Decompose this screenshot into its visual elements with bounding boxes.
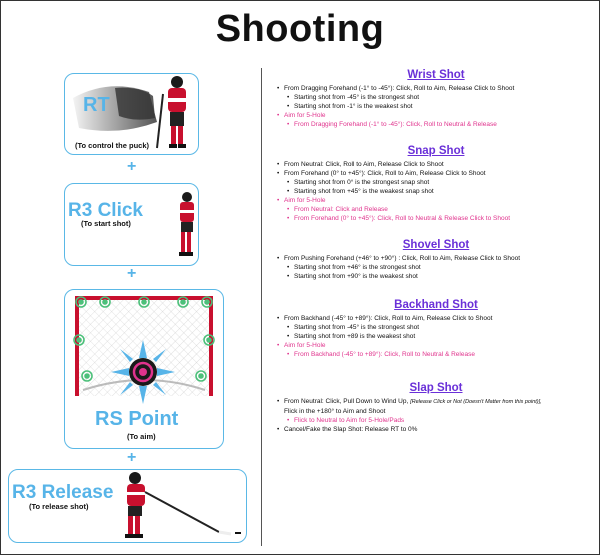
shovel-shot-line-1: From Pushing Forehand (+46° to +90°) : C… bbox=[276, 254, 596, 263]
slap-shot-section: Slap Shot From Neutral: Click, Pull Down… bbox=[276, 382, 596, 434]
slap-shot-line-1b: [Release Click or Not (Doesn't Matter fr… bbox=[410, 399, 542, 405]
hockey-player-r3-release bbox=[125, 472, 241, 538]
snap-shot-line-3: Starting shot from 0° is the strongest s… bbox=[276, 178, 596, 187]
page-title: Shooting bbox=[215, 8, 385, 50]
rt-card: RT (To control the puck) bbox=[64, 73, 199, 155]
rt-label: RT bbox=[83, 94, 110, 116]
wrist-shot-line-2: Starting shot from -45° is the strongest… bbox=[276, 93, 596, 102]
hockey-player-rt bbox=[156, 76, 186, 149]
wrist-shot-line-3: Starting shot from -1° is the weakest sh… bbox=[276, 102, 596, 111]
rs-point-card: RS Point (To aim) bbox=[64, 289, 224, 449]
backhand-shot-section: Backhand Shot From Backhand (-45° to +89… bbox=[276, 299, 596, 359]
r3-click-label: R3 Click bbox=[68, 200, 143, 221]
rs-point-caption: (To aim) bbox=[127, 432, 156, 441]
r3-click-caption: (To start shot) bbox=[81, 219, 131, 228]
wrist-shot-line-5: From Dragging Forehand (-1° to -45°): Cl… bbox=[276, 120, 596, 129]
plus-sign-2: + bbox=[127, 265, 137, 282]
backhand-shot-line-2: Starting shot from -45° is the strongest… bbox=[276, 323, 596, 332]
snap-shot-line-2: From Forehand (0° to +45°): Click, Roll … bbox=[276, 169, 596, 178]
backhand-shot-line-3: Starting shot from +89 is the weakest sh… bbox=[276, 332, 596, 341]
backhand-shot-line-4: Aim for 5-Hole bbox=[276, 341, 596, 350]
shovel-shot-line-2: Starting shot from +46° is the strongest… bbox=[276, 263, 596, 272]
slap-shot-line-3: Cancel/Fake the Slap Shot: Release RT to… bbox=[276, 425, 596, 434]
slap-shot-line-1a: From Neutral: Click, Pull Down to Wind U… bbox=[284, 398, 411, 405]
wrist-shot-line-4: Aim for 5-Hole bbox=[276, 111, 596, 120]
backhand-shot-line-1: From Backhand (-45° to +89°): Click, Rol… bbox=[276, 314, 596, 323]
plus-sign-3: + bbox=[127, 449, 137, 466]
slap-shot-title: Slap Shot bbox=[409, 382, 463, 394]
shovel-shot-title: Shovel Shot bbox=[402, 239, 470, 251]
plus-sign-1: + bbox=[127, 158, 137, 175]
snap-shot-line-5: Aim for 5-Hole bbox=[276, 196, 596, 205]
snap-shot-line-1: From Neutral: Click, Roll to Aim, Releas… bbox=[276, 160, 596, 169]
wrist-shot-line-1: From Dragging Forehand (-1° to -45°): Cl… bbox=[276, 84, 596, 93]
wrist-shot-title: Wrist Shot bbox=[407, 69, 465, 81]
snap-shot-section: Snap Shot From Neutral: Click, Roll to A… bbox=[276, 145, 596, 223]
backhand-shot-title: Backhand Shot bbox=[394, 299, 478, 311]
snap-shot-line-6: From Neutral: Click and Release bbox=[276, 205, 596, 214]
snap-shot-title: Snap Shot bbox=[407, 145, 465, 157]
slap-shot-line-1c: Flick in the +180° to Aim and Shoot bbox=[284, 408, 386, 415]
snap-shot-line-7: From Forehand (0° to +45°): Click, Roll … bbox=[276, 214, 596, 223]
snap-shot-line-4: Starting shot from +45° is the weakest s… bbox=[276, 187, 596, 196]
joystick-icon bbox=[111, 340, 175, 404]
rs-point-label: RS Point bbox=[95, 408, 179, 430]
backhand-shot-line-5: From Backhand (-45° to +89°): Click, Rol… bbox=[276, 350, 596, 359]
hockey-player-r3-click bbox=[179, 192, 194, 256]
r3-click-card: R3 Click (To start shot) bbox=[64, 183, 199, 266]
column-divider bbox=[261, 68, 262, 546]
shovel-shot-line-3: Starting shot from +90° is the weakest s… bbox=[276, 272, 596, 281]
slap-shot-line-2: Flick to Neutral to Aim for 5-Hole/Pads bbox=[276, 416, 596, 425]
r3-release-caption: (To release shot) bbox=[29, 502, 89, 511]
r3-release-card: R3 Release (To release shot) bbox=[8, 469, 247, 543]
wrist-shot-section: Wrist Shot From Dragging Forehand (-1° t… bbox=[276, 69, 596, 129]
shovel-shot-section: Shovel Shot From Pushing Forehand (+46° … bbox=[276, 239, 596, 281]
controller-trigger-image bbox=[73, 86, 157, 131]
rt-caption: (To control the puck) bbox=[75, 141, 150, 150]
r3-release-label: R3 Release bbox=[12, 482, 114, 503]
slap-shot-line-1: From Neutral: Click, Pull Down to Wind U… bbox=[276, 397, 596, 407]
